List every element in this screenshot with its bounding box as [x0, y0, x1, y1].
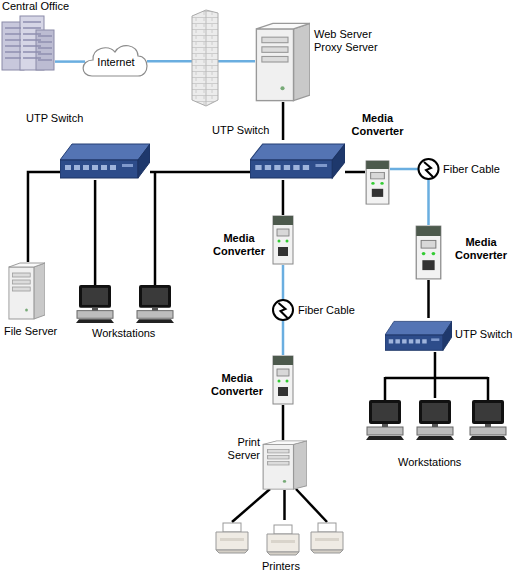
- office-building: [2, 16, 54, 70]
- network-link: [282, 102, 285, 140]
- node-label: File Server: [4, 325, 74, 338]
- media-converter-icon: [273, 356, 293, 404]
- node-label: UTP Switch: [212, 124, 292, 137]
- node-label: Media Converter: [208, 232, 270, 258]
- network-link: [94, 180, 97, 285]
- print-server-icon: [263, 441, 307, 489]
- node-label: Media Converter: [345, 112, 410, 138]
- workstation-icon: [76, 285, 114, 323]
- wire: [385, 377, 488, 380]
- network-link: [345, 171, 365, 174]
- node-label: Central Office: [2, 0, 82, 13]
- network-link: [283, 490, 286, 520]
- server-node: File Server: [8, 262, 45, 320]
- media-converter-icon: [273, 216, 293, 264]
- file-server-icon: [9, 263, 45, 319]
- printer-group: Printers: [210, 520, 350, 556]
- wire: [384, 377, 387, 400]
- node-label: UTP Switch: [26, 112, 106, 125]
- node-label: UTP Switch: [455, 328, 515, 341]
- printer-icon: [311, 523, 343, 553]
- node-label: Workstations: [398, 456, 488, 469]
- node-label: Media Converter: [450, 236, 512, 262]
- workstation-icon: [136, 285, 174, 323]
- cable-label: Fiber Cable: [442, 163, 501, 176]
- switch-icon: [250, 144, 345, 178]
- wire: [487, 377, 490, 400]
- wire: [296, 489, 327, 522]
- internet-cloud: [83, 46, 147, 76]
- workstation-icon: [366, 400, 404, 440]
- network-link: [282, 180, 285, 215]
- network-link: [28, 172, 60, 262]
- workstation-icon: [469, 400, 507, 440]
- wire: [154, 172, 157, 286]
- cloud-node: Internet: [85, 45, 147, 81]
- switch-icon: [385, 321, 452, 350]
- switch-icon: [60, 144, 150, 178]
- workstation-group: Workstations: [360, 398, 512, 442]
- node-label: Printers: [262, 560, 322, 573]
- network-link: [150, 171, 250, 174]
- workstation-group: Workstations: [70, 285, 180, 323]
- fiber-symbol: [419, 159, 439, 179]
- server-node: Print Server: [262, 440, 307, 490]
- converter-node: Media Converter: [272, 215, 294, 265]
- converter-node: Media Converter: [272, 355, 294, 405]
- extra-wires: [155, 172, 488, 522]
- node-label: Workstations: [92, 327, 172, 340]
- network-link: [434, 352, 437, 398]
- web-server-icon: [256, 23, 310, 100]
- wire: [232, 489, 270, 522]
- converter-node: Media Converter: [365, 160, 390, 205]
- node-label: Web Server Proxy Server: [314, 28, 389, 54]
- firewall: [192, 10, 218, 106]
- media-converter-icon: [416, 226, 441, 279]
- network-link: [55, 60, 85, 63]
- office-node: Central Office: [0, 14, 55, 70]
- network-link: [282, 405, 285, 440]
- converter-node: Media Converter: [415, 225, 442, 280]
- node-label: Print Server: [221, 436, 260, 462]
- media-converter-icon: [366, 161, 389, 204]
- switch-node: UTP Switch: [60, 140, 150, 180]
- network-link: [427, 280, 430, 318]
- printer-icon: [216, 523, 248, 553]
- switch-node: UTP Switch: [385, 318, 452, 352]
- fiber-symbol: [273, 300, 293, 320]
- printer-icon: [267, 525, 299, 555]
- server-node: Web Server Proxy Server: [255, 22, 310, 102]
- cable-label: Fiber Cable: [297, 304, 356, 317]
- switch-node: UTP Switch: [250, 140, 345, 180]
- workstation-icon: [416, 400, 454, 440]
- node-label: Media Converter: [206, 372, 268, 398]
- node-label: Internet: [85, 56, 147, 69]
